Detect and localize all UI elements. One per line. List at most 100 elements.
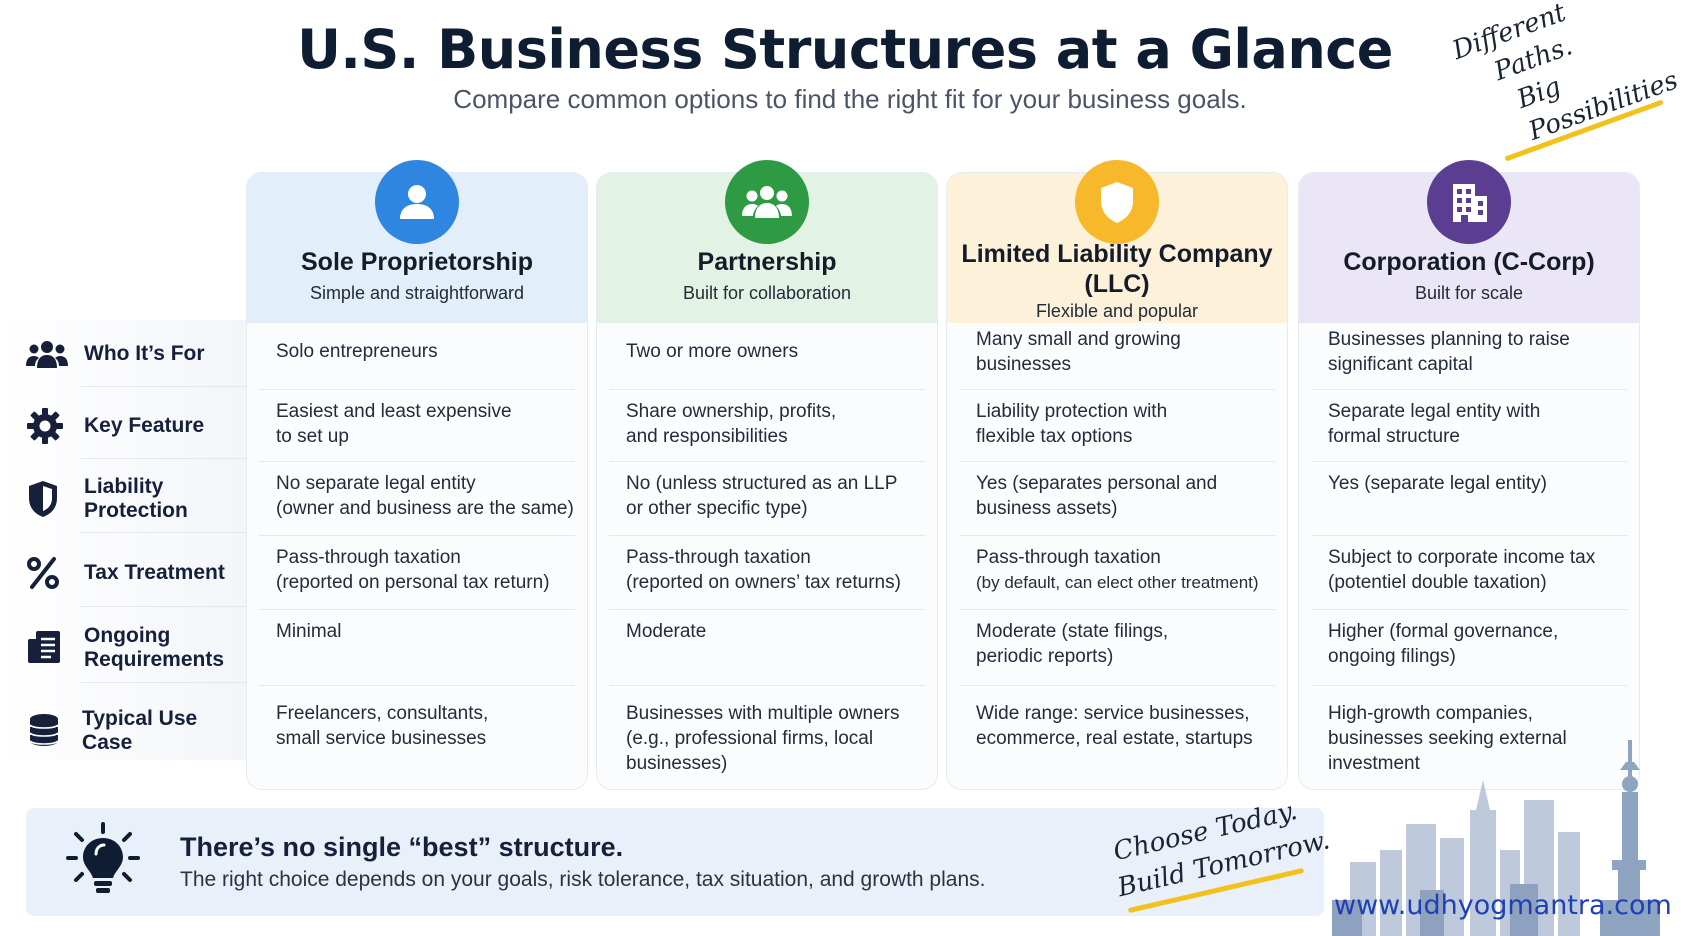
cell-text-line: Pass-through taxation: [626, 547, 811, 568]
footer-text: The right choice depends on your goals, …: [180, 868, 986, 891]
row-divider: [259, 389, 575, 390]
cell-text-line: Freelancers, consultants,: [276, 703, 489, 724]
row-label-line: Who It’s For: [84, 342, 205, 365]
row-divider: [80, 532, 246, 533]
column-title: Limited Liability Company: [961, 240, 1273, 268]
row-divider: [1311, 685, 1627, 686]
row-divider: [959, 609, 1275, 610]
cell-text-line: Subject to corporate income tax: [1328, 547, 1596, 568]
table-cell: Share ownership, profits, and responsibil…: [597, 399, 937, 449]
row-label-line: Key Feature: [84, 414, 205, 437]
column-title: Partnership: [697, 248, 837, 276]
shield-icon: [26, 476, 72, 522]
row-divider: [609, 685, 925, 686]
row-divider: [259, 609, 575, 610]
table-cell: No separate legal entity(owner and busin…: [247, 471, 587, 521]
row-label-line: Protection: [84, 499, 188, 522]
website-link[interactable]: www.udhyogmantra.com: [1334, 890, 1672, 921]
cell-text-line: Moderate (state filings,: [976, 621, 1169, 642]
row-divider: [609, 609, 925, 610]
cell-text-line: Yes (separate legal entity): [1328, 473, 1547, 494]
cell-text-line: ecommerce, real estate, startups: [976, 728, 1253, 749]
cell-text-line: or other specific type): [626, 498, 808, 519]
cell-text-line: Two or more owners: [626, 341, 799, 362]
cell-text-line: businesses): [626, 753, 728, 774]
row-divider: [609, 389, 925, 390]
row-divider: [80, 682, 246, 683]
shield-icon: [1075, 160, 1159, 244]
column-subtitle: Built for scale: [1414, 283, 1524, 303]
lightbulb-icon: [66, 822, 140, 893]
cell-text-line: No (unless structured as an LLP: [626, 473, 898, 494]
row-divider: [259, 461, 575, 462]
row-label-text: Tax Treatment: [84, 561, 225, 585]
cell-text-line: formal structure: [1328, 426, 1460, 447]
column-title: (LLC): [1084, 270, 1150, 298]
table-cell: Moderate (state filings, periodic reports…: [947, 619, 1287, 669]
row-label-line: Typical Use Case: [82, 707, 198, 754]
cell-text-line: Pass-through taxation: [276, 547, 461, 568]
cell-text-line: Easiest and least expensive: [276, 401, 512, 422]
users-icon: [26, 331, 72, 377]
cell-text-line: Moderate: [626, 621, 707, 642]
cell-text-line: High-growth companies,: [1328, 703, 1533, 724]
row-label: Key Feature: [0, 390, 246, 462]
page-title: U.S. Business Structures at a Glance: [297, 18, 1393, 81]
cell-text-line: Pass-through taxation: [976, 547, 1161, 568]
cell-text-line: to set up: [276, 426, 349, 447]
table-cell: Wide range: service businesses,ecommerce…: [947, 701, 1287, 751]
cell-text-line: Share ownership, profits,: [626, 401, 837, 422]
table-cell: Pass-through taxation(reported on person…: [247, 545, 587, 595]
row-divider: [1311, 535, 1627, 536]
person-icon: [375, 160, 459, 244]
row-divider: [1311, 609, 1627, 610]
cell-text-line: periodic reports): [976, 646, 1114, 667]
cell-text-line: and responsibilities: [626, 426, 788, 447]
row-label-line: Liability: [84, 475, 164, 498]
building-icon: [1427, 160, 1511, 244]
cell-text-line: flexible tax options: [976, 426, 1133, 447]
row-label-band: [0, 320, 246, 760]
column-title: Sole Proprietorship: [301, 248, 533, 276]
cell-text-line: investment: [1328, 753, 1420, 774]
cell-text-line: No separate legal entity: [276, 473, 476, 494]
table-cell: Minimal: [247, 619, 587, 644]
cell-text-line: (by default, can elect other treatment): [976, 573, 1259, 592]
row-divider: [80, 606, 246, 607]
cell-text-line: Minimal: [276, 621, 342, 642]
cell-text-line: Businesses with multiple owners: [626, 703, 900, 724]
table-cell: Freelancers, consultants, small service b…: [247, 701, 587, 751]
structure-column: Limited Liability Company(LLC)Flexible a…: [946, 172, 1288, 790]
row-label-text: Who It’s For: [84, 342, 205, 366]
row-label-line: Ongoing: [84, 624, 171, 647]
coin-stack-icon: [26, 708, 70, 754]
table-cell: Higher (formal governance,ongoing filing…: [1299, 619, 1639, 669]
cell-text-line: businesses seeking external: [1328, 728, 1567, 749]
column-subtitle: Simple and straightforward: [309, 283, 525, 303]
row-divider: [609, 535, 925, 536]
city-skyline-illustration: [1332, 740, 1660, 936]
table-cell: Solo entrepreneurs: [247, 339, 587, 364]
cell-text-line: significant capital: [1328, 354, 1473, 375]
cell-text-line: Businesses planning to raise: [1328, 329, 1570, 350]
row-divider: [959, 535, 1275, 536]
cell-text-line: businesses: [976, 354, 1072, 375]
cell-text-line: Higher (formal governance,: [1328, 621, 1559, 642]
cell-text-line: Solo entrepreneurs: [276, 341, 438, 362]
table-cell: Two or more owners: [597, 339, 937, 364]
table-cell: Businesses planning to raise significant …: [1299, 327, 1639, 377]
row-divider: [259, 685, 575, 686]
cell-text-line: small service businesses: [276, 728, 487, 749]
